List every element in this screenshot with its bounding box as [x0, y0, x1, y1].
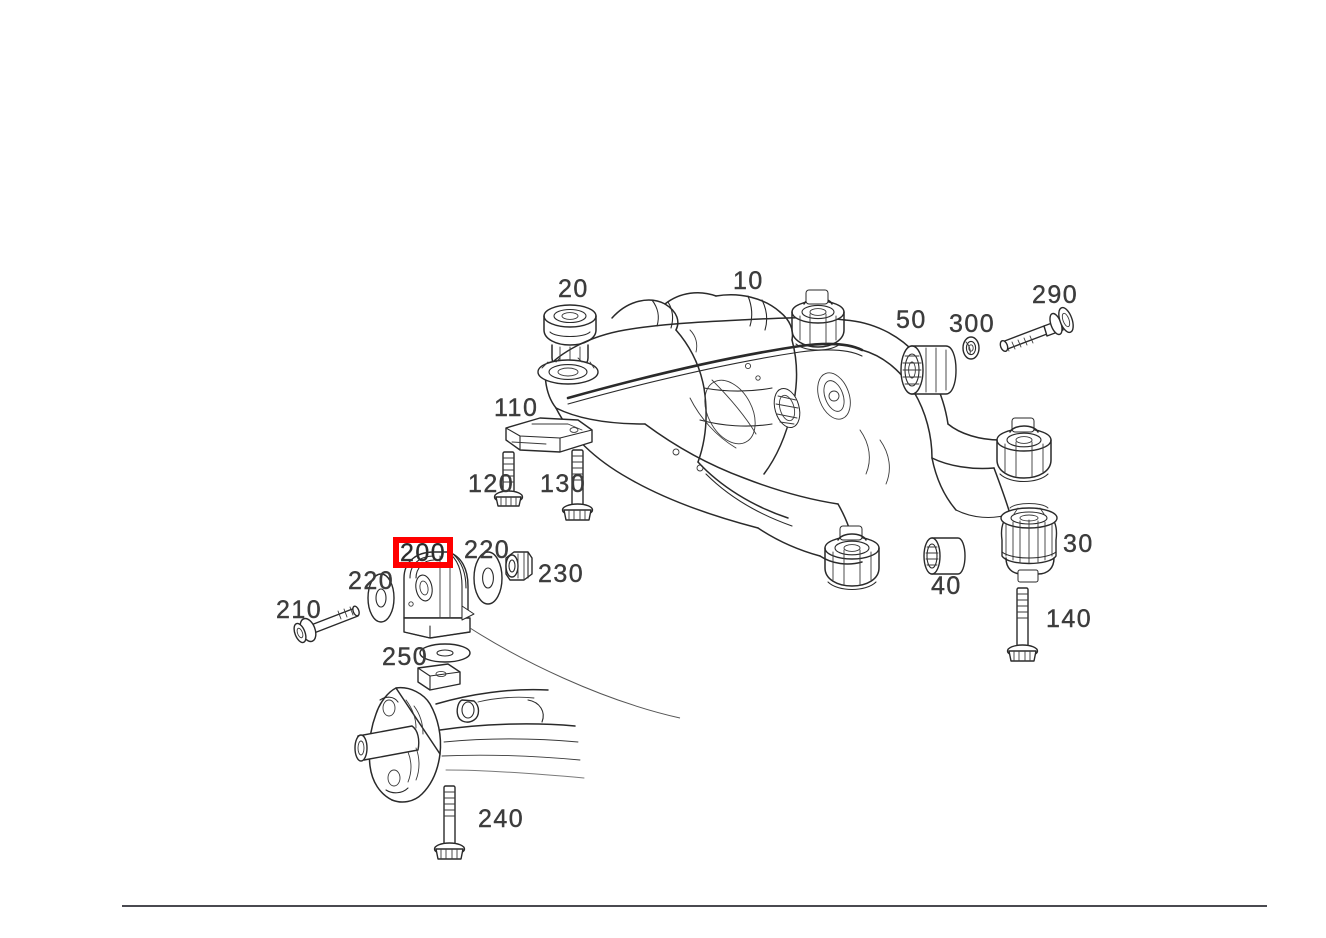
callout-220-right: 220 [464, 536, 511, 564]
part-300-washer [962, 336, 980, 360]
part-220-washer-right [473, 551, 503, 605]
callout-130: 130 [540, 470, 587, 498]
part-140-bolt [1006, 587, 1039, 662]
wheel-carrier-knuckle [354, 663, 585, 803]
callout-110: 110 [494, 394, 539, 422]
callout-120: 120 [468, 470, 515, 498]
subframe-assembly [544, 291, 1011, 565]
part-240-bolt [433, 785, 466, 860]
callout-140: 140 [1046, 605, 1093, 633]
callout-240: 240 [478, 805, 525, 833]
part-230-nut [505, 551, 533, 581]
part-220-washer-left [367, 573, 395, 623]
frame-mount-top-right [791, 289, 845, 351]
callout-230: 230 [538, 560, 585, 588]
part-250-washer [419, 643, 471, 663]
part-40-spacer [923, 537, 966, 575]
callout-10: 10 [733, 267, 764, 295]
footer-divider [122, 905, 1267, 907]
callout-30: 30 [1063, 530, 1094, 558]
inset-bushing-left [773, 387, 801, 429]
part-290-bolt [999, 306, 1074, 352]
callout-200: 200 [400, 539, 447, 567]
frame-mount-bottom-right [996, 417, 1052, 483]
callout-40: 40 [931, 572, 962, 600]
callout-250: 250 [382, 643, 429, 671]
part-50-bushing [900, 345, 957, 395]
part-20-rubber-mount [537, 304, 599, 385]
part-30-rubber-mount [1000, 503, 1058, 583]
callout-20: 20 [558, 275, 589, 303]
callout-290: 290 [1032, 281, 1079, 309]
frame-mount-bottom-left [824, 525, 880, 591]
part-110-bracket [505, 417, 593, 453]
part-120-bolt [493, 451, 524, 507]
part-210-bolt [293, 605, 360, 644]
part-130-bolt [561, 449, 594, 521]
callout-220-left: 220 [348, 567, 395, 595]
callout-50: 50 [896, 306, 927, 334]
callout-300: 300 [949, 310, 996, 338]
callout-210: 210 [276, 596, 323, 624]
